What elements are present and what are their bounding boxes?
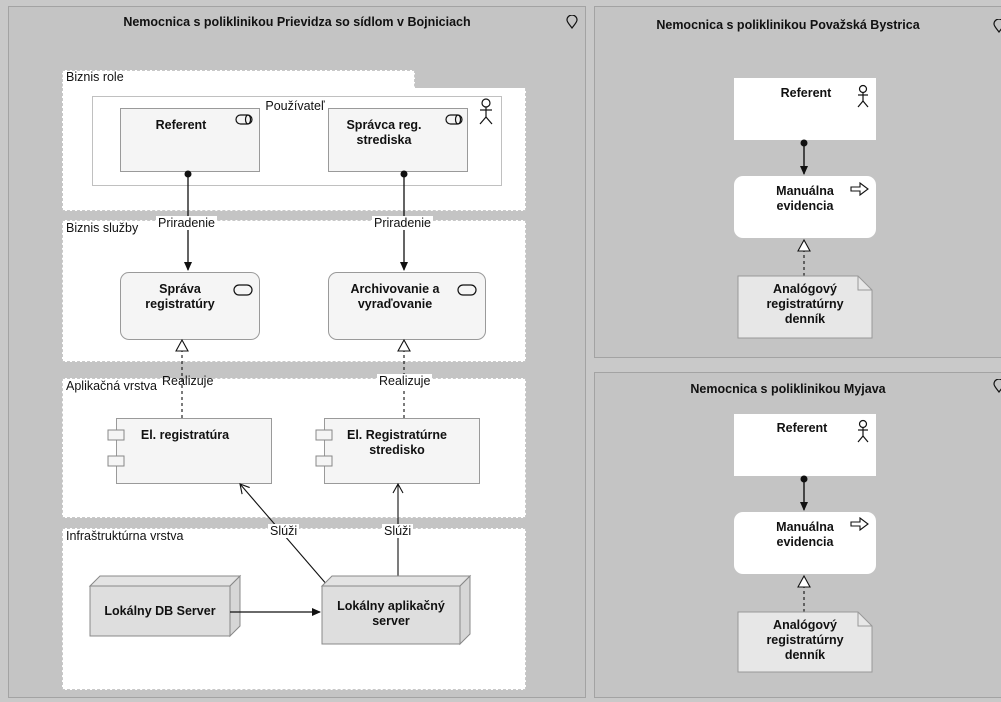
component-el-stredisko-label: El. Registratúrne stredisko: [346, 428, 448, 457]
actor-icon: [857, 84, 869, 108]
role-icon: [235, 114, 253, 125]
label-sluzi-left: Slúži: [268, 524, 300, 538]
process-arrow-icon: [850, 516, 869, 532]
artifact-icon: [737, 275, 873, 339]
artifact-myjava-label: Analógový registratúrny denník: [766, 618, 844, 662]
process-myjava-label: Manuálna evidencia: [776, 520, 834, 549]
panel-povazska-title: Nemocnica s poliklinikou Považská Bystri…: [656, 18, 920, 32]
location-pin-icon: [993, 379, 1001, 393]
role-icon: [445, 114, 463, 125]
label-realizuje-right: Realizuje: [377, 374, 433, 388]
label-priradenie-right: Priradenie: [372, 216, 433, 230]
component-el-registraturne-stredisko[interactable]: [324, 418, 480, 484]
layer-business-services-label: Biznis služby: [66, 221, 139, 235]
actor-group-label: Používateľ: [265, 99, 325, 113]
assignment-povazska: [800, 139, 808, 175]
process-arrow-icon: [850, 181, 869, 197]
node-db-server: [88, 574, 242, 638]
service-icon: [233, 284, 253, 296]
role-referent-label: Referent: [155, 118, 207, 132]
service-sprava-registratury[interactable]: [120, 272, 260, 340]
service-archivovanie-label: Archivovanie a vyraďovanie: [350, 282, 440, 311]
node-app-server: [320, 574, 472, 646]
label-realizuje-left: Realizuje: [162, 374, 214, 388]
component-el-registratura-label: El. registratúra: [140, 428, 230, 442]
process-manualna-evidencia-povazska[interactable]: [734, 176, 876, 238]
location-pin-icon: [993, 19, 1001, 33]
actor-referent-myjava[interactable]: [734, 414, 876, 476]
process-povazska-label: Manuálna evidencia: [776, 184, 834, 213]
component-el-registratura[interactable]: [116, 418, 272, 484]
actor-referent-povazska[interactable]: [734, 78, 876, 140]
service-icon: [457, 284, 477, 296]
component-icon: [107, 429, 333, 467]
layer-business-roles: [62, 70, 415, 91]
panel-myjava-title: Nemocnica s poliklinikou Myjava: [690, 382, 886, 396]
label-priradenie-left: Priradenie: [156, 216, 217, 230]
location-pin-icon: [566, 15, 578, 29]
service-archivovanie[interactable]: [328, 272, 486, 340]
role-spravca[interactable]: [328, 108, 468, 172]
artifact-povazska-label: Analógový registratúrny denník: [766, 282, 844, 326]
label-sluzi-right: Slúži: [382, 524, 414, 538]
assignment-myjava: [800, 475, 808, 511]
role-referent[interactable]: [120, 108, 260, 172]
service-sprava-label: Správa registratúry: [145, 282, 215, 311]
actor-icon: [479, 98, 493, 125]
role-spravca-label: Správca reg. strediska: [346, 118, 422, 147]
node-app-server-label: Lokálny aplikačný server: [337, 599, 445, 628]
artifact-icon: [737, 611, 873, 673]
actor-referent-myjava-label: Referent: [776, 421, 828, 435]
node-db-server-label: Lokálny DB Server: [104, 604, 216, 618]
layer-application-label: Aplikačná vrstva: [66, 379, 158, 393]
layer-infrastructure-label: Infraštruktúrna vrstva: [66, 529, 184, 543]
actor-referent-povazska-label: Referent: [780, 86, 832, 100]
panel-prievidza-title: Nemocnica s poliklinikou Prievidza so sí…: [123, 15, 471, 29]
actor-icon: [857, 419, 869, 443]
layer-business-roles-label: Biznis role: [66, 70, 124, 84]
